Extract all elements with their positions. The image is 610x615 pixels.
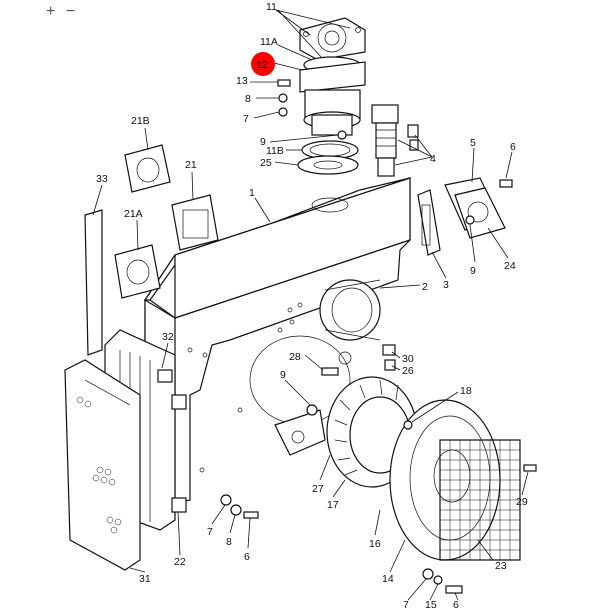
callout-label[interactable]: 11 [266,1,277,13]
callout-label[interactable]: 21 [185,159,197,171]
wire-mesh-guard [439,439,521,561]
callout-label[interactable]: 23 [495,560,507,572]
callout-label[interactable]: 2 [422,281,428,293]
callout-label[interactable]: 31 [139,573,151,585]
top-pump-housing [297,17,366,175]
flange-21 [171,194,219,251]
zoom-out-button[interactable]: − [66,3,76,20]
callout-label[interactable]: 26 [402,365,414,377]
callout-label[interactable]: 3 [443,279,449,291]
callout-label[interactable]: 27 [312,483,324,495]
flange-21a [114,244,161,299]
sight-glass [417,189,441,256]
callout-label[interactable]: 16 [369,538,381,550]
callout-label[interactable]: 6 [244,551,250,563]
callout-label[interactable]: 15 [425,599,437,611]
perforated-cover [64,359,141,571]
callout-label[interactable]: 18 [460,385,472,397]
filter-cartridge [319,279,381,341]
callout-label[interactable]: 9 [260,136,266,148]
callout-label[interactable]: 28 [289,351,301,363]
callout-label[interactable]: 5 [470,137,476,149]
callout-label[interactable]: 7 [207,526,213,538]
side-flange [444,177,513,239]
callout-label[interactable]: 9 [280,369,286,381]
callout-label[interactable]: 22 [174,556,186,568]
callout-label[interactable]: 7 [243,113,249,125]
callout-label[interactable]: 12 [256,59,268,71]
sensor-assembly [371,104,419,177]
highlight-marker[interactable] [251,52,275,76]
misc-fasteners [220,344,537,594]
callout-label[interactable]: 7 [403,599,409,611]
callout-label[interactable]: 11B [266,145,284,157]
callout-label[interactable]: 24 [504,260,516,272]
callout-label[interactable]: 21B [131,115,150,127]
callout-label[interactable]: 25 [260,157,272,169]
callout-label[interactable]: 14 [382,573,394,585]
callout-label[interactable]: 13 [236,75,248,87]
callout-label[interactable]: 21A [124,208,143,220]
callout-label[interactable]: 8 [226,536,232,548]
callout-label[interactable]: 9 [470,265,476,277]
strip-33 [84,209,103,356]
callout-label[interactable]: 11A [260,36,278,48]
callout-label[interactable]: 6 [453,599,459,611]
callout-label[interactable]: 30 [402,353,414,365]
callout-label[interactable]: 29 [516,496,528,508]
callout-label[interactable]: 1 [249,187,255,199]
leader-lines [92,9,529,601]
callout-label[interactable]: 33 [96,173,108,185]
callout-label[interactable]: 32 [162,331,174,343]
callout-label[interactable]: 17 [327,499,339,511]
callout-labels: 11 11A 12 13 8 7 9 11B 25 21B 21 21A 33 … [96,1,528,611]
callout-label[interactable]: 6 [510,141,516,153]
flange-21b [124,144,171,193]
callout-label[interactable]: 8 [245,93,251,105]
callout-label[interactable]: 4 [430,153,436,165]
zoom-in-button[interactable]: + [46,3,56,20]
